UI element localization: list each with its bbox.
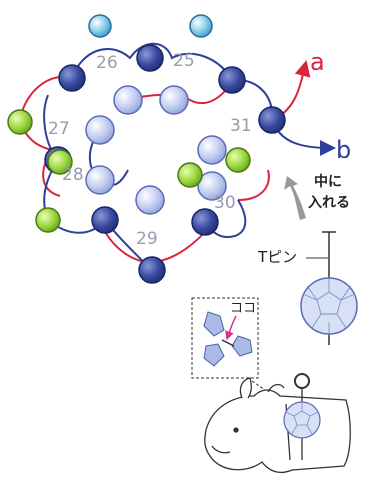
green-bead — [47, 149, 73, 175]
light-bead — [197, 171, 227, 201]
light-bead — [85, 115, 115, 145]
label-29: 29 — [136, 229, 158, 249]
animal-figure — [204, 377, 351, 474]
dark-bead — [191, 208, 219, 236]
thread-end-a: a — [310, 48, 325, 76]
label-31: 31 — [230, 116, 252, 136]
light-bead — [159, 85, 189, 115]
ornament-ring — [294, 373, 310, 389]
inset-center-pin — [221, 339, 235, 347]
inset-crystals — [203, 311, 253, 367]
dark-bead — [58, 64, 86, 92]
thread-end-b: b — [336, 136, 351, 164]
dark-bead — [91, 206, 119, 234]
label-26: 26 — [96, 53, 118, 73]
light-bead — [85, 165, 115, 195]
light-bead — [113, 85, 143, 115]
dark-bead — [258, 106, 286, 134]
tpin-label: Tピン — [257, 248, 297, 266]
label-30: 30 — [214, 193, 236, 213]
label-25: 25 — [173, 51, 195, 71]
green-bead — [35, 207, 61, 233]
red-thread-inner — [127, 81, 233, 105]
light-bead — [135, 185, 165, 215]
label-28: 28 — [62, 165, 84, 185]
light-bead — [197, 135, 227, 165]
detail-inset-box — [191, 297, 259, 379]
beads — [7, 14, 286, 284]
crystal-ball — [300, 277, 358, 335]
label-27: 27 — [48, 119, 70, 139]
pointer-arrow-icon — [225, 315, 237, 341]
green-bead — [7, 109, 33, 135]
dark-bead — [136, 44, 164, 72]
ornament-ball — [283, 401, 321, 439]
curved-gray-arrow-icon — [284, 176, 306, 220]
dark-bead — [218, 66, 246, 94]
insert-instruction-line1: 中に — [314, 173, 342, 190]
cyan-bead — [189, 14, 213, 38]
green-bead — [177, 162, 203, 188]
green-bead — [225, 147, 251, 173]
dark-bead — [138, 256, 166, 284]
insert-instruction-line2: 入れる — [308, 195, 350, 211]
step-numbers: 26 25 27 31 28 30 29 — [48, 51, 252, 249]
koko-label: ココ — [230, 301, 256, 316]
cyan-bead — [88, 14, 112, 38]
